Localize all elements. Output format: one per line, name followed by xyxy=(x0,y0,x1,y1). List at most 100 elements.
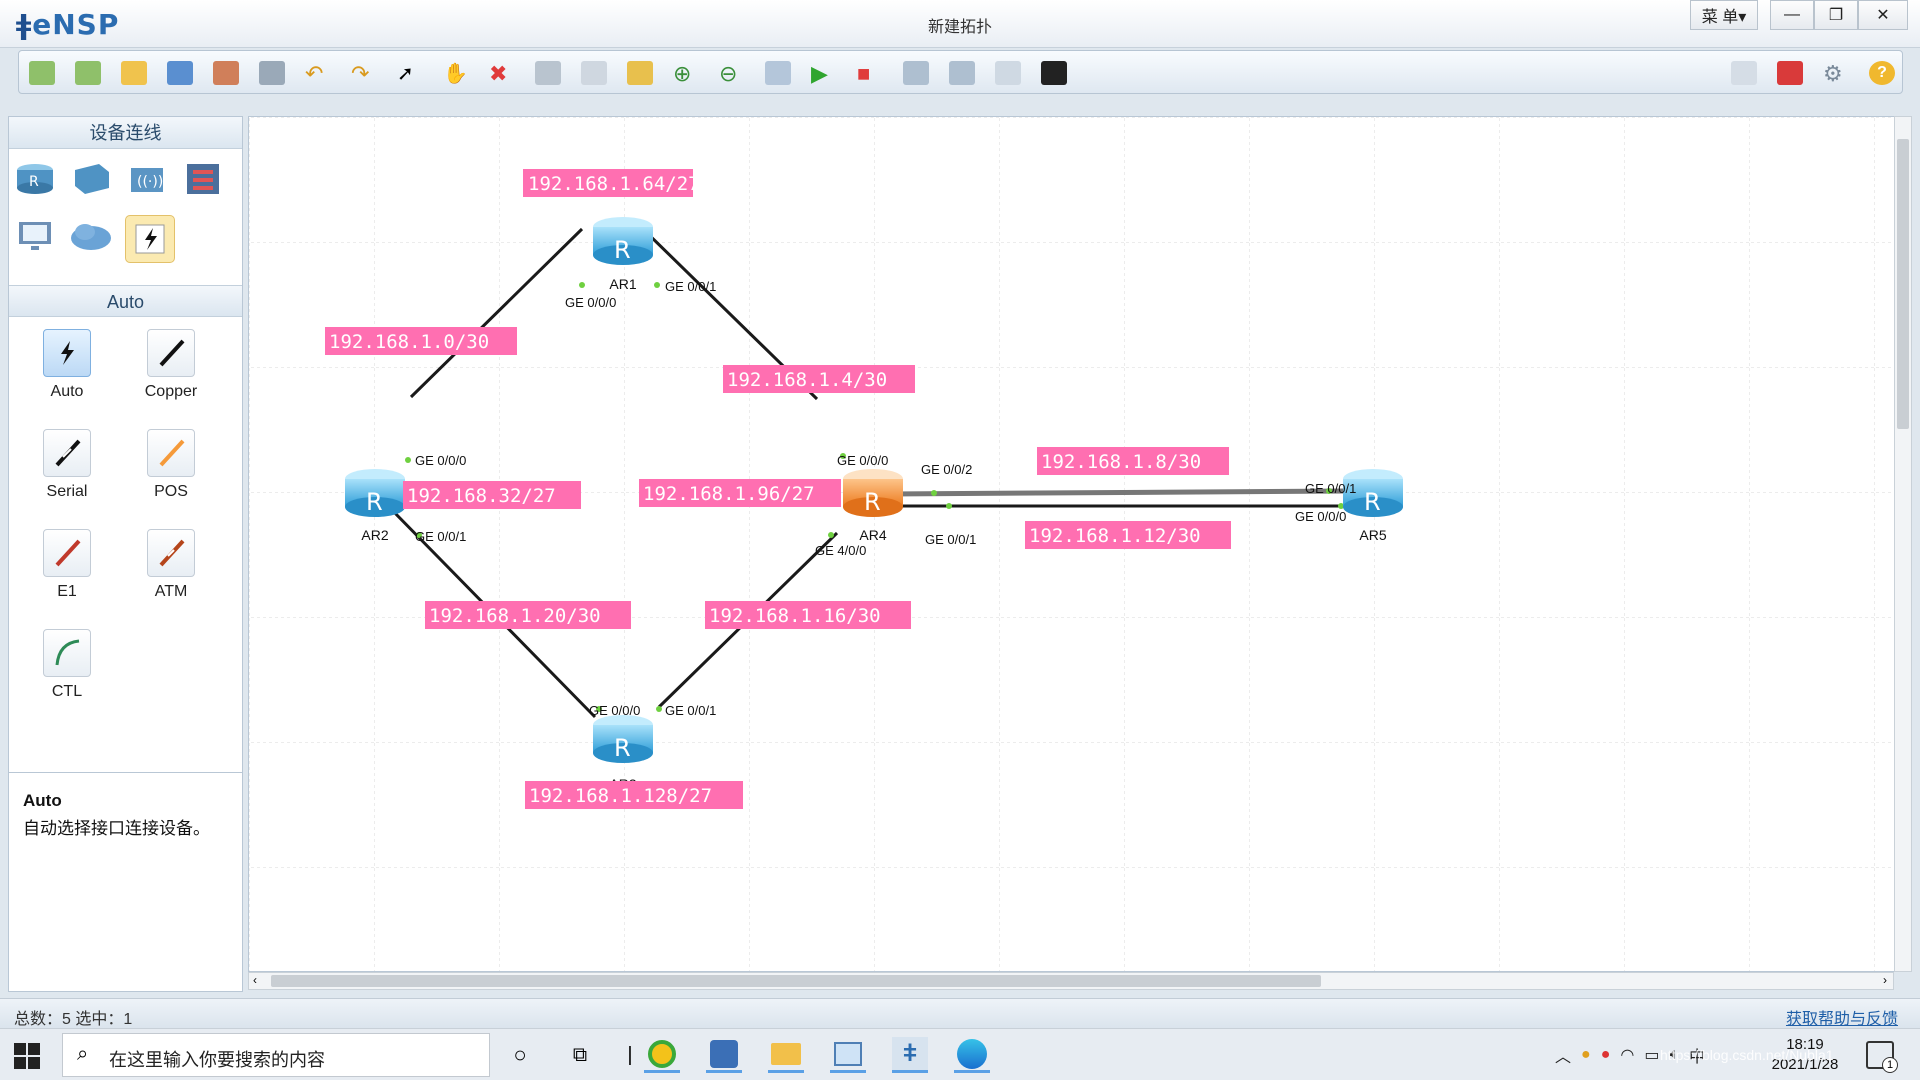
grid-icon[interactable] xyxy=(995,61,1021,85)
help-feedback-link[interactable]: 获取帮助与反馈 xyxy=(1785,1011,1898,1028)
qq-icon[interactable]: ● xyxy=(1600,1046,1611,1063)
windows-start-icon[interactable] xyxy=(14,1043,40,1069)
palette-icon[interactable] xyxy=(627,61,653,85)
save-as-icon[interactable] xyxy=(213,61,239,85)
huawei-icon[interactable] xyxy=(1777,61,1803,85)
atm-link-tool[interactable]: ATM xyxy=(131,529,211,601)
label-net-ar2-ar3[interactable]: 192.168.1.20/30 xyxy=(425,601,631,629)
cloud-category-icon[interactable] xyxy=(69,215,113,257)
capture-icon[interactable] xyxy=(903,61,929,85)
pos-link-tool[interactable]: POS xyxy=(131,429,211,501)
battery-icon[interactable]: ▭ xyxy=(1644,1047,1660,1064)
file-explorer-icon[interactable] xyxy=(768,1037,804,1073)
link-ar4-ar5-a[interactable] xyxy=(883,488,1350,497)
volume-icon[interactable]: 🔈︎ xyxy=(1669,1046,1680,1063)
save-icon[interactable] xyxy=(167,61,193,85)
port-label: GE 4/0/0 xyxy=(815,543,866,558)
vertical-scroll-thumb[interactable] xyxy=(1897,139,1909,429)
close-button[interactable]: ✕ xyxy=(1858,0,1908,30)
label-net-ar1-ar2[interactable]: 192.168.1.0/30 xyxy=(325,327,517,355)
zoom-out-icon[interactable]: ⊖ xyxy=(719,61,738,86)
terminal-icon[interactable] xyxy=(1041,61,1067,85)
auto-link-tool[interactable]: Auto xyxy=(27,329,107,401)
label-net-ar4-ar5-b[interactable]: 192.168.1.12/30 xyxy=(1025,521,1231,549)
ctl-link-tool[interactable]: CTL xyxy=(27,629,107,701)
topology-diagram[interactable]: R R R R R AR1 AR2 AR3 AR4 AR5 GE 0/0/0 G… xyxy=(249,117,1912,972)
print-icon[interactable] xyxy=(259,61,285,85)
new-topology-icon[interactable] xyxy=(29,61,55,85)
chat-icon[interactable] xyxy=(1731,61,1757,85)
label-net-ar3[interactable]: 192.168.1.128/27 xyxy=(525,781,743,809)
open-icon[interactable] xyxy=(121,61,147,85)
edge-browser-icon[interactable] xyxy=(954,1037,990,1073)
router-icon: R xyxy=(614,734,631,762)
notification-icon[interactable]: 1 xyxy=(1866,1041,1898,1073)
redo-icon[interactable]: ↷ xyxy=(351,61,370,86)
cortana-icon[interactable]: ○ xyxy=(513,1042,527,1067)
label-net-ar4[interactable]: 192.168.1.96/27 xyxy=(639,479,841,507)
horizontal-scrollbar[interactable]: ‹ › xyxy=(248,972,1894,990)
restore-button[interactable]: ❐ xyxy=(1814,0,1858,30)
label-net-ar2[interactable]: 192.168.32/27 xyxy=(403,481,581,509)
pc-category-icon[interactable] xyxy=(13,215,57,257)
scroll-left-icon[interactable]: ‹ xyxy=(253,973,257,987)
taskbar-app-green-icon[interactable] xyxy=(644,1037,680,1073)
ime-indicator[interactable]: 中 xyxy=(1689,1049,1706,1066)
pan-hand-icon[interactable]: ✋ xyxy=(443,63,468,85)
delete-icon[interactable]: ✖ xyxy=(489,61,508,86)
router-ar4[interactable]: R xyxy=(843,469,903,517)
router-ar3[interactable]: R xyxy=(593,715,653,763)
zoom-in-icon[interactable]: ⊕ xyxy=(673,61,692,86)
vertical-scrollbar[interactable] xyxy=(1894,116,1912,972)
router-ar2[interactable]: R xyxy=(345,469,405,517)
taskbar-app-virtualbox-icon[interactable] xyxy=(706,1037,742,1073)
switch-category-icon[interactable] xyxy=(69,157,113,199)
serial-link-tool[interactable]: Serial xyxy=(27,429,107,501)
tool-description-text: 自动选择接口连接设备。 xyxy=(23,819,210,838)
chevron-up-icon[interactable]: ︿ xyxy=(1555,1049,1572,1066)
topology-icon[interactable] xyxy=(949,61,975,85)
e1-link-icon xyxy=(43,529,91,577)
wireless-category-icon[interactable]: ((·)) xyxy=(125,157,169,199)
undo-icon[interactable]: ↶ xyxy=(305,61,324,86)
minimize-button[interactable]: — xyxy=(1770,0,1814,30)
label-net-ar3-ar4[interactable]: 192.168.1.16/30 xyxy=(705,601,911,629)
e1-link-tool[interactable]: E1 xyxy=(27,529,107,601)
firewall-category-icon[interactable] xyxy=(181,157,225,199)
task-view-icon[interactable]: ⧉ xyxy=(572,1043,588,1066)
settings-gear-icon[interactable]: ⚙ xyxy=(1823,61,1843,86)
router-ar5[interactable]: R xyxy=(1343,469,1403,517)
topology-canvas[interactable]: R R R R R AR1 AR2 AR3 AR4 AR5 GE 0/0/0 G… xyxy=(248,116,1912,972)
start-device-icon[interactable]: ▶ xyxy=(811,61,828,86)
connection-category-icon[interactable] xyxy=(125,215,175,263)
taskbar-ensp-icon[interactable]: ǂ xyxy=(892,1037,928,1073)
qq-icon[interactable]: ● xyxy=(1581,1046,1591,1063)
label-net-ar1[interactable]: 192.168.1.64/27 xyxy=(523,169,700,197)
delete-link-icon[interactable] xyxy=(535,61,561,85)
router-ar1[interactable]: R xyxy=(593,217,653,265)
port-label: GE 0/0/0 xyxy=(415,453,466,468)
taskbar-search[interactable]: ⌕ 在这里输入你要搜索的内容 xyxy=(62,1033,490,1077)
help-icon[interactable]: ? xyxy=(1869,61,1895,85)
taskbar-clock[interactable]: 18:19 2021/1/28 xyxy=(1760,1035,1850,1075)
copper-link-tool[interactable]: Copper xyxy=(131,329,211,401)
scroll-right-icon[interactable]: › xyxy=(1883,973,1887,987)
horizontal-scroll-thumb[interactable] xyxy=(271,975,1321,987)
router-category-icon[interactable]: R xyxy=(13,157,57,199)
taskbar-app-window-icon[interactable] xyxy=(830,1037,866,1073)
new-lab-icon[interactable] xyxy=(75,61,101,85)
wifi-icon[interactable]: ◠ xyxy=(1620,1047,1635,1064)
fit-view-icon[interactable] xyxy=(765,61,791,85)
stop-device-icon[interactable]: ■ xyxy=(857,61,871,86)
label-net-ar4-ar5-a[interactable]: 192.168.1.8/30 xyxy=(1037,447,1229,475)
clock-time: 18:19 xyxy=(1786,1036,1824,1053)
svg-text:192.168.1.4/30: 192.168.1.4/30 xyxy=(727,369,887,391)
text-note-icon[interactable] xyxy=(581,61,607,85)
menu-button[interactable]: 菜 单▾ xyxy=(1690,0,1758,30)
window-title: 新建拓扑 xyxy=(927,19,992,36)
router-icon: R xyxy=(1364,488,1381,516)
system-tray: ︿ ● ● ◠ ▭ 🔈︎ 中 xyxy=(1555,1043,1705,1067)
label-net-ar1-ar4[interactable]: 192.168.1.4/30 xyxy=(723,365,915,393)
select-icon[interactable]: ➚ xyxy=(397,63,414,85)
link-ar1-ar2[interactable] xyxy=(409,227,584,399)
